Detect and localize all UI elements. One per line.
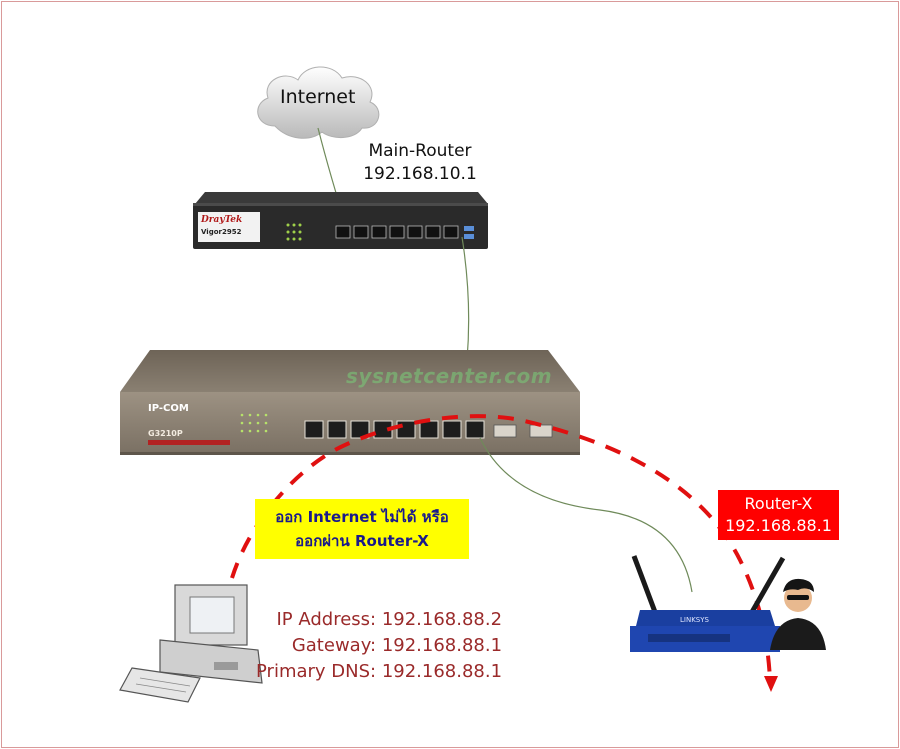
svg-text:DrayTek: DrayTek bbox=[200, 215, 242, 225]
main-router-name: Main-Router bbox=[368, 141, 472, 161]
warning-callout: ออก Internet ไม่ได้ หรือ ออกผ่าน Router-… bbox=[255, 499, 469, 559]
router-x-ip: 192.168.88.1 bbox=[725, 516, 832, 535]
router-x-label: Router-X 192.168.88.1 bbox=[718, 490, 839, 540]
svg-text:LINKSYS: LINKSYS bbox=[680, 616, 710, 624]
watermark: sysnetcenter.com bbox=[346, 364, 553, 388]
internet-label: Internet bbox=[280, 86, 356, 108]
main-router-device: DrayTek Vigor2952 bbox=[193, 192, 488, 249]
svg-text:Vigor2952: Vigor2952 bbox=[201, 228, 242, 236]
router-x-device: LINKSYS bbox=[630, 555, 786, 652]
router-x-name: Router-X bbox=[744, 494, 813, 513]
main-router-ip: 192.168.10.1 bbox=[363, 164, 477, 184]
cable-switch-to-routerx bbox=[479, 437, 693, 593]
client-computer-icon bbox=[119, 584, 263, 703]
client-ip-config: IP Address: 192.168.88.2 Gateway: 192.16… bbox=[256, 607, 502, 685]
internet-cloud-icon bbox=[257, 66, 380, 139]
dashed-path-arrow-icon bbox=[764, 676, 778, 692]
dashed-path-line bbox=[230, 414, 772, 681]
svg-text:G3210P: G3210P bbox=[148, 429, 183, 438]
svg-text:IP-COM: IP-COM bbox=[148, 403, 189, 414]
main-router-label: Main-Router 192.168.10.1 bbox=[362, 140, 478, 186]
warning-line-2: ออกผ่าน Router-X bbox=[295, 532, 429, 550]
client-dns: Primary DNS: 192.168.88.1 bbox=[256, 661, 503, 682]
client-ip-address: IP Address: 192.168.88.2 bbox=[276, 609, 503, 630]
client-gateway: Gateway: 192.168.88.1 bbox=[291, 635, 503, 656]
warning-line-1: ออก Internet ไม่ได้ หรือ bbox=[275, 508, 449, 526]
hacker-avatar-icon bbox=[770, 578, 826, 650]
switch-device: IP-COM G3210P bbox=[120, 350, 580, 455]
